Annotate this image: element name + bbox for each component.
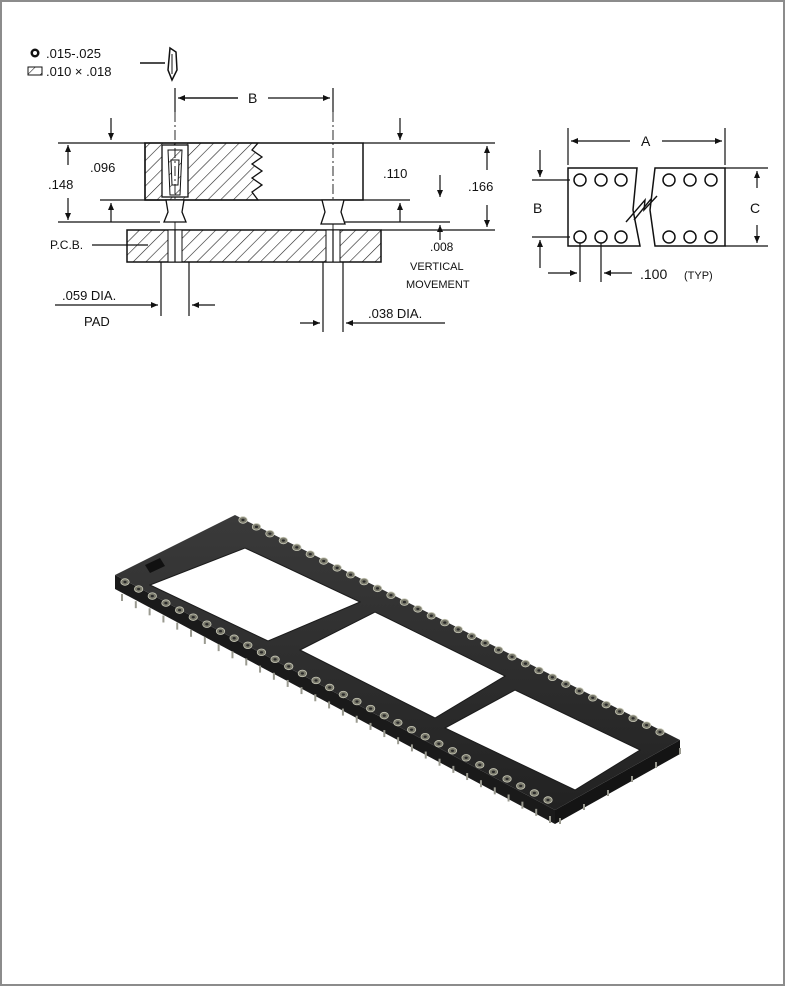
dim-110: .110 <box>383 166 407 181</box>
pin-holes <box>573 173 718 244</box>
vertical-label: VERTICAL <box>410 261 464 273</box>
dim-a: A <box>641 133 651 149</box>
dim-166: .166 <box>468 179 493 194</box>
dim-pitch: .100 <box>640 266 667 282</box>
dim-008: .008 <box>430 240 454 254</box>
legend-round-text: .015-.025 <box>46 46 101 61</box>
socket-render <box>115 515 681 824</box>
dim-b-top: B <box>248 90 257 106</box>
dim-c: C <box>750 200 760 216</box>
legend-rect-text: .010 × .018 <box>46 64 111 79</box>
side-section-view: B .148 . <box>48 88 495 332</box>
socket-notch <box>145 558 165 573</box>
dim-059: .059 DIA. <box>62 288 116 303</box>
legend: .015-.025 .010 × .018 <box>27 46 178 82</box>
top-view: A B C .100 (TYP) <box>532 128 768 282</box>
dim-148: .148 <box>48 177 73 192</box>
dim-096: .096 <box>90 160 115 175</box>
dim-038: .038 DIA. <box>368 306 422 321</box>
pcb-label: P.C.B. <box>50 238 83 252</box>
socket-window <box>443 689 642 791</box>
pin-tip-icon <box>140 46 178 82</box>
socket-window <box>298 611 507 719</box>
pad-label: PAD <box>84 314 110 329</box>
dim-b-left: B <box>533 200 542 216</box>
rect-pin-icon <box>27 66 43 76</box>
movement-label: MOVEMENT <box>406 279 470 291</box>
socket-window <box>148 547 362 642</box>
dim-typ: (TYP) <box>684 270 713 282</box>
round-pin-icon <box>30 48 40 58</box>
